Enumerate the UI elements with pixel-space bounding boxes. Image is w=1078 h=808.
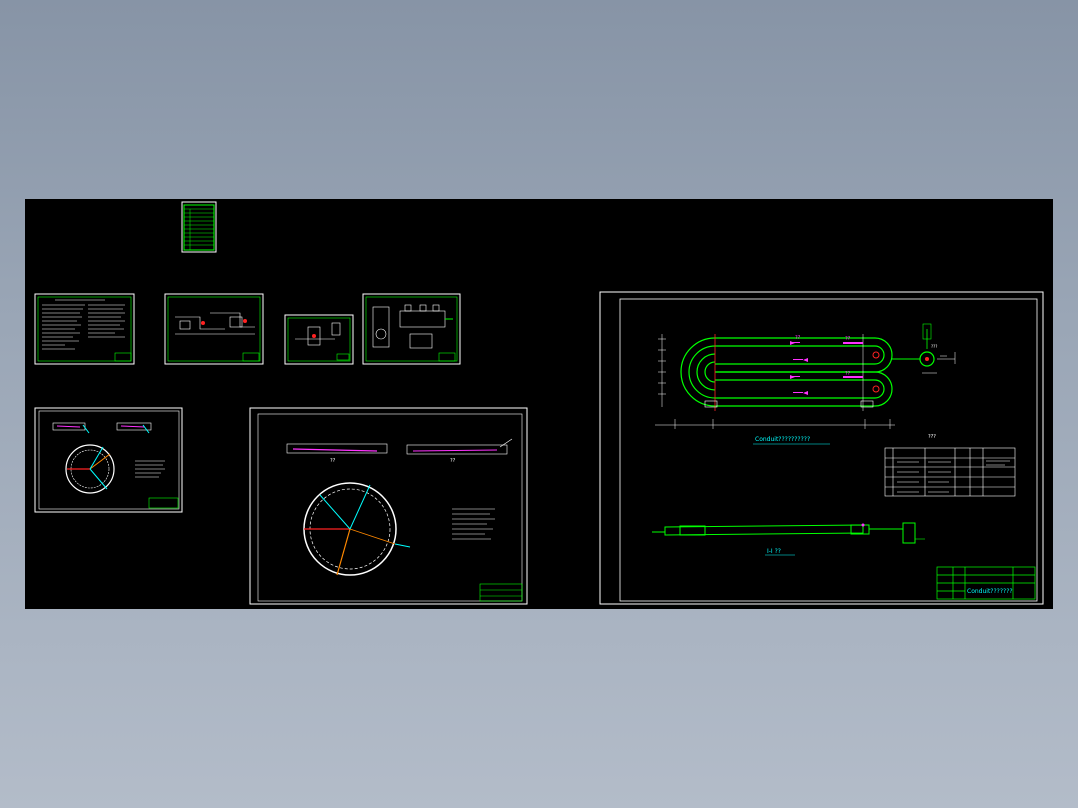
label-section-view: ?? [450,458,456,464]
title-section-view: I-I ?? [767,548,781,555]
sheet-detail-3[interactable] [284,314,354,365]
label-right-bottom: ?? [845,371,851,377]
sheet-detail-2[interactable] [164,293,264,365]
label-plan-view: ?? [330,458,336,464]
material-table-title: ??? [928,434,936,440]
title-plan-view: Conduit?????????? [755,436,810,443]
cad-drawing-canvas[interactable]: ?? ?? [25,199,1053,609]
title-block-code: Conduit??????? [967,588,1013,595]
material-table [884,447,1016,497]
sheet-detail-4[interactable] [362,293,461,365]
sheet-circle-small[interactable] [34,407,183,513]
label-roll-top: ?? [795,335,801,341]
cad-drawing: ?? ?? [34,201,1044,605]
index-sheet[interactable] [181,201,217,253]
label-manhole: ??? [931,344,937,349]
sheet-circle-large[interactable]: ?? ?? [249,407,528,605]
sheet-main-plan[interactable]: ?? ?? ?? ??? Conduit?????????? ??? [599,291,1044,605]
title-block [936,566,1036,600]
label-right-top: ?? [845,336,851,342]
sheet-notes[interactable] [34,293,135,365]
